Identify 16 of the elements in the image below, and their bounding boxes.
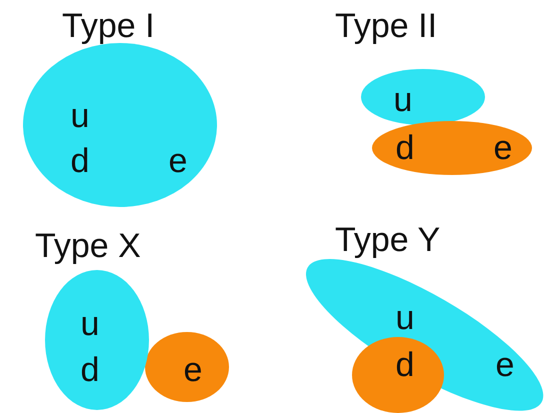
element-letter: u xyxy=(70,99,90,133)
element-letter: e xyxy=(496,348,514,382)
panel-title: Type II xyxy=(335,8,438,44)
element-letter: u xyxy=(80,307,100,341)
element-letter: u xyxy=(394,83,412,117)
panel-title: Type I xyxy=(62,8,155,44)
element-letter: e xyxy=(184,353,202,387)
panel-title: Type Y xyxy=(335,222,440,258)
element-letter: e xyxy=(168,144,188,178)
element-letter: d xyxy=(396,131,414,165)
element-letter: d xyxy=(70,144,90,178)
element-letter: u xyxy=(396,300,414,335)
panel-title: Type X xyxy=(35,228,141,264)
element-letter: d xyxy=(396,348,414,382)
element-letter: d xyxy=(80,353,100,387)
element-letter: e xyxy=(494,131,512,165)
